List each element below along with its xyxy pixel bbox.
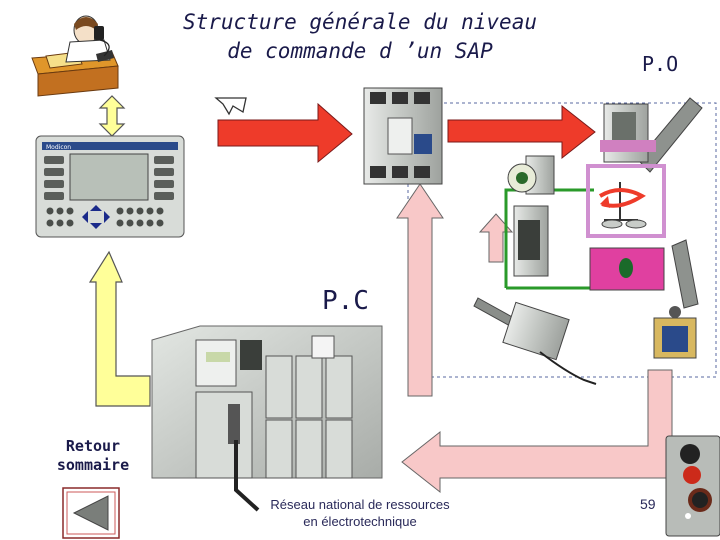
sensor-arrow-up: [478, 213, 514, 263]
retour-sommaire-link[interactable]: Retour sommaire: [48, 437, 138, 475]
hmi-panel: Modicon: [35, 135, 185, 238]
pushbutton-station-image: [665, 435, 720, 537]
page-title-line1: Structure générale du niveau: [182, 10, 537, 34]
sensor-wiring: [504, 188, 600, 290]
page-title: Structure générale du niveau de commande…: [150, 8, 570, 66]
order-arrow-right: [447, 104, 596, 160]
plc-image: [151, 325, 383, 512]
operator-icon: [31, 15, 119, 97]
feedback-arrow-bottom: [401, 369, 673, 494]
page-number: 59: [640, 496, 656, 512]
po-label: P.O: [642, 52, 679, 76]
feedback-arrow-pink: [396, 183, 444, 397]
back-triangle-icon: [62, 487, 120, 539]
contactor-image: [363, 87, 443, 185]
hmi-brand-label: Modicon: [46, 144, 71, 151]
page-title-line2: de commande d ’un SAP: [227, 39, 493, 63]
plc-to-hmi-arrow: [88, 250, 151, 407]
photoelectric-sensor-image: [473, 297, 597, 385]
retour-label-line2: sommaire: [56, 456, 130, 474]
order-arrow-left: [217, 102, 353, 164]
switch-icon: [214, 97, 247, 116]
footer-credit: Réseau national de ressources en électro…: [250, 496, 470, 530]
footer-line2: en électrotechnique: [303, 514, 417, 529]
footer-line1: Réseau national de ressources: [270, 497, 450, 512]
operative-part-mechanism: [586, 97, 703, 309]
po-boundary: [407, 102, 717, 378]
back-arrow-button[interactable]: [62, 487, 120, 539]
retour-label-line1: Retour: [65, 437, 121, 455]
limit-switch-image: [653, 306, 697, 359]
pc-label: P.C: [322, 286, 369, 316]
motor-image: [507, 155, 555, 277]
hmi-operator-double-arrow: [98, 95, 126, 137]
